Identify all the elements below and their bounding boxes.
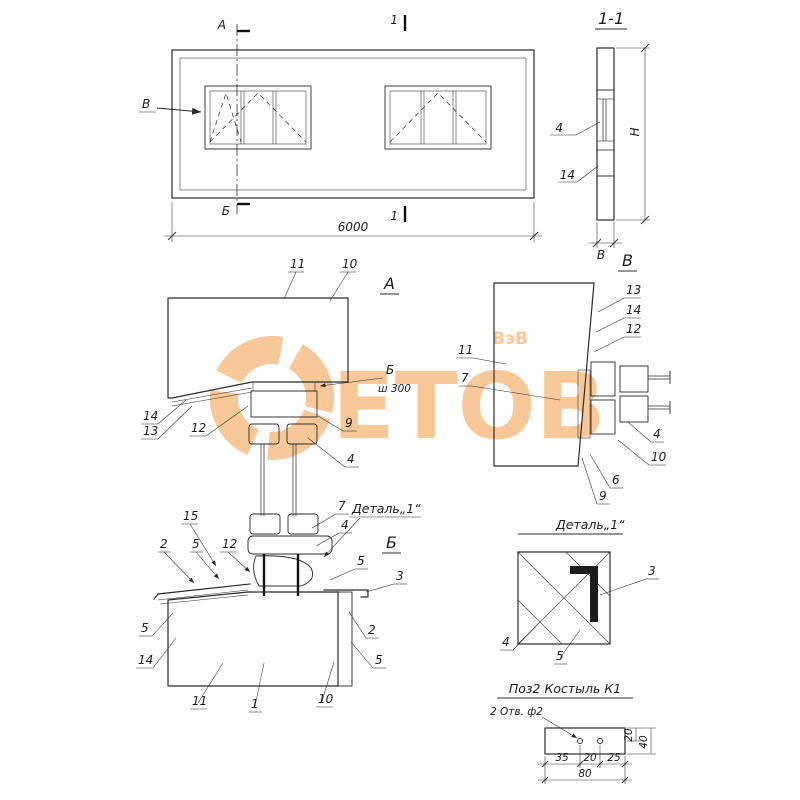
pos13-label-a: 13 (143, 424, 158, 438)
pos3-label-d1: 3 (648, 564, 656, 578)
view-label-v: В (142, 97, 150, 111)
detail-b: Б Деталь„1“ 15 2 5 12 7 (136, 499, 421, 713)
dim-35: 35 (555, 752, 569, 764)
pos11-label-v: 11 (458, 343, 473, 357)
cut-label-1-top: 1 (390, 13, 398, 27)
pos14-label: 14 (560, 168, 575, 182)
pos13-label-v: 13 (626, 283, 641, 297)
pos11-label-b: 11 (192, 694, 207, 708)
detail-1: Деталь„1“ 3 4 5 (500, 517, 659, 665)
pos2-title: Поз2 Костыль К1 (509, 681, 621, 696)
panel-plan-view: А Б 1 1 В 6000 (139, 13, 542, 242)
callout-b-label: Б (386, 363, 394, 377)
pos7-label-v: 7 (461, 371, 469, 385)
dim-20a: 20 (583, 752, 597, 764)
pos4-label-d1: 4 (502, 635, 510, 649)
pos15-label: 15 (183, 509, 198, 523)
section-label-b: Б (222, 204, 230, 218)
section-1-1: 1-1 4 14 Н В (550, 9, 650, 262)
pos12-label-v: 12 (626, 322, 641, 336)
section-label-a: А (217, 18, 226, 32)
pos14-label-v: 14 (626, 303, 641, 317)
dimension-h: Н (616, 43, 650, 225)
dim-thickness-text: В (597, 248, 605, 262)
pos9-label-v: 9 (599, 489, 607, 503)
pos4-label: 4 (555, 121, 563, 135)
pos4-label-v: 4 (653, 427, 661, 441)
dimension-6000: 6000 (164, 202, 542, 242)
pos3-label-b: 3 (396, 569, 404, 583)
pos2-right-label: 2 (368, 623, 376, 637)
dim-80: 80 (578, 768, 592, 780)
pos10-label: 10 (342, 257, 358, 271)
window-opening-1 (204, 85, 312, 150)
detail-a-title: А (383, 274, 395, 293)
pos12-label-a: 12 (191, 421, 206, 435)
pos5-label-d1: 5 (556, 649, 564, 663)
dim-25: 25 (607, 752, 621, 764)
detail-v: В 13 14 12 11 7 4 10 (456, 251, 671, 505)
pos6-label-v: 6 (612, 473, 620, 487)
callout-width-label: ш 300 (378, 383, 411, 395)
pos5-left-label: 5 (192, 537, 200, 551)
pos9-label-a: 9 (345, 416, 353, 430)
section-1-1-title: 1-1 (598, 9, 624, 28)
detail-b-title: Б (386, 533, 397, 552)
detail1-ref-label: Деталь„1“ (351, 501, 421, 516)
watermark-small-text: ВэВ (492, 329, 528, 349)
watermark-text: ЕТОВ (332, 353, 606, 460)
dim-40: 40 (638, 735, 650, 749)
detail-v-title: В (622, 251, 633, 270)
dim-20b: 20 (623, 728, 635, 742)
pos10-label-v: 10 (651, 450, 667, 464)
pos7-label-b: 7 (338, 499, 346, 513)
pos5-mid-label: 5 (357, 554, 365, 568)
dim-width-text: 6000 (338, 220, 369, 234)
window-opening-2 (384, 85, 492, 150)
cut-label-1-bottom: 1 (390, 209, 398, 223)
detail-a: А 11 10 Б ш 300 14 13 12 9 (141, 257, 411, 516)
pos4-label-a: 4 (347, 452, 355, 466)
pos4-label-b: 4 (341, 518, 349, 532)
pos11-label: 11 (290, 257, 305, 271)
pos5-far-left-label: 5 (141, 621, 149, 635)
pos14-label-a: 14 (143, 409, 158, 423)
dimension-b: В (589, 222, 622, 262)
pos5-right-label: 5 (375, 653, 383, 667)
pos14-label-b: 14 (138, 653, 153, 667)
pos10-label-b: 10 (318, 692, 334, 706)
detail-1-title: Деталь„1“ (555, 517, 625, 532)
pos12-label-b: 12 (222, 537, 237, 551)
pos1-label-b: 1 (251, 697, 259, 711)
dim-height-text: Н (628, 127, 642, 136)
holes-note: 2 Отв. ф2 (490, 706, 543, 718)
pos2-part: Поз2 Костыль К1 2 Отв. ф2 35 20 25 80 20… (490, 681, 656, 784)
pos2-left-label: 2 (160, 537, 168, 551)
